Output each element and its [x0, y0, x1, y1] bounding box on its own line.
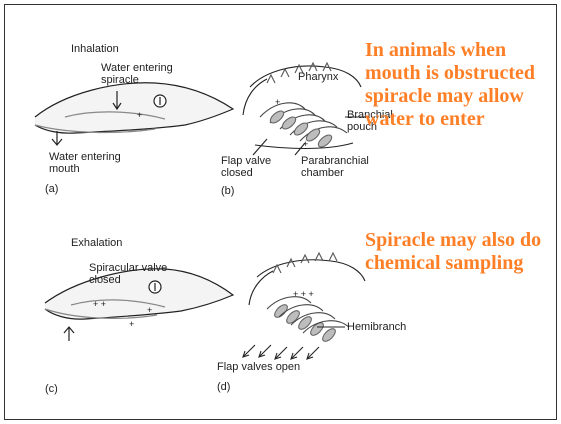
svg-text:+: +	[137, 110, 142, 120]
water-entering-mouth-label: Water entering mouth	[49, 151, 121, 175]
panel-a-head: +	[35, 83, 233, 145]
panel-a-caption: (a)	[45, 183, 58, 195]
spiracular-valve-closed-label: Spiracular valve closed	[89, 262, 167, 286]
parabranchial-chamber-label: Parabranchial chamber	[301, 155, 369, 179]
note-chemical-sampling: Spiracle may also do chemical sampling	[365, 229, 555, 275]
svg-text:+ +: + +	[93, 299, 106, 309]
hemibranch-label: Hemibranch	[347, 321, 406, 333]
flap-valves-open-label: Flap valves open	[217, 361, 300, 373]
svg-text:+: +	[303, 139, 308, 149]
water-entering-spiracle-label: Water entering spiracle	[101, 62, 173, 86]
panel-d-caption: (d)	[217, 381, 230, 393]
svg-text:+: +	[129, 319, 134, 329]
svg-text:+: +	[147, 305, 152, 315]
svg-text:+ + +: + + +	[293, 289, 314, 299]
panel-b-caption: (b)	[221, 185, 234, 197]
panel-c-caption: (c)	[45, 383, 58, 395]
svg-text:+: +	[275, 97, 280, 107]
panel-d-gills: + + +	[243, 253, 365, 359]
exhalation-title: Exhalation	[71, 237, 122, 249]
pharynx-label: Pharynx	[298, 71, 338, 83]
slide-frame: +	[4, 4, 557, 420]
flap-valve-closed-label: Flap valve closed	[221, 155, 271, 179]
note-spiracle-water-entry: In animals when mouth is obstructed spir…	[365, 39, 555, 131]
inhalation-title: Inhalation	[71, 43, 119, 55]
